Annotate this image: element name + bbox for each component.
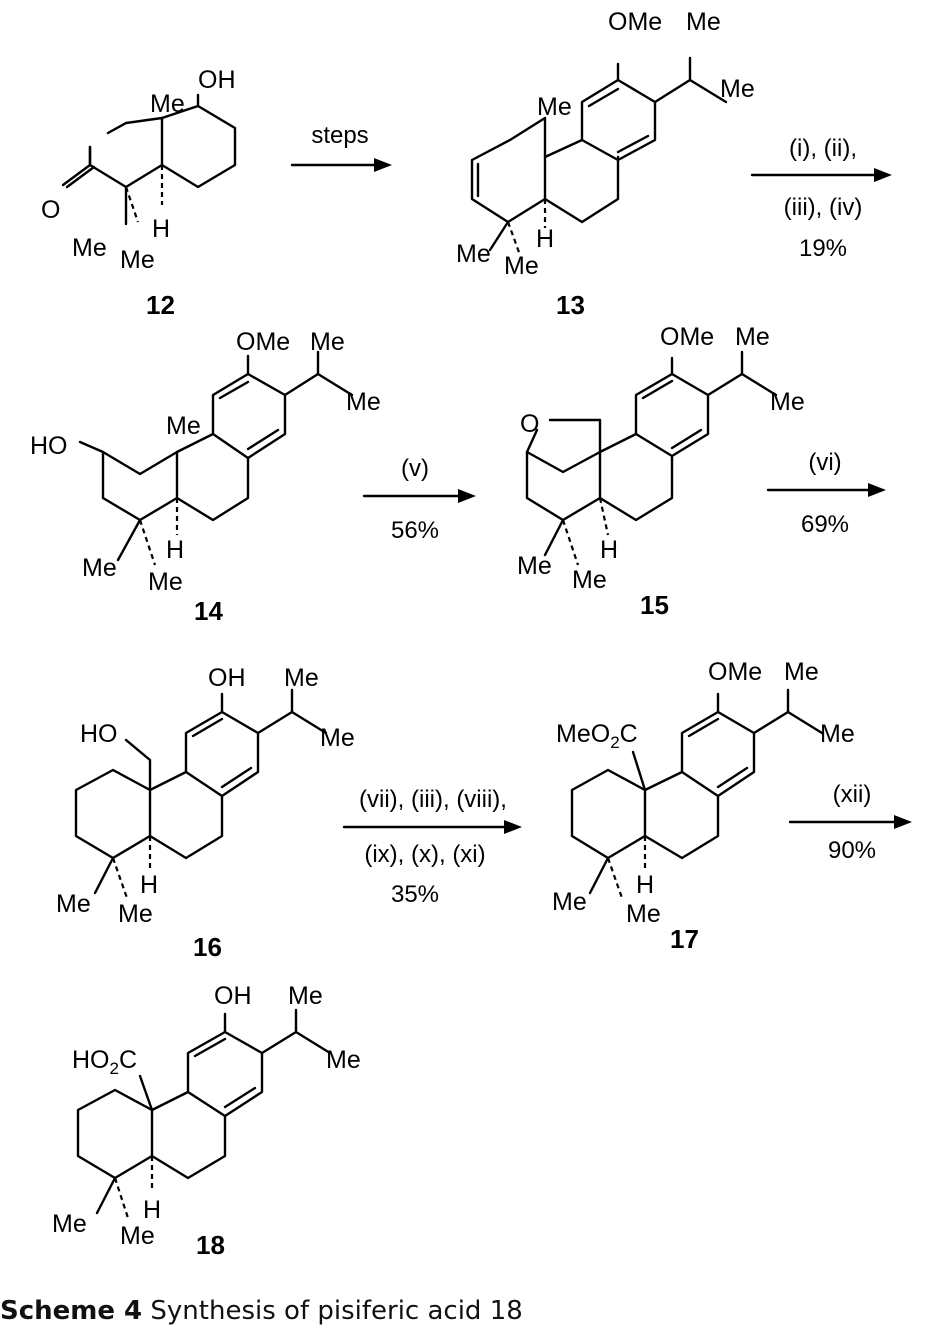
compound-label-15: 15 (640, 590, 669, 620)
compound-13-structure: OMe Me Me Me H Me Me (456, 8, 755, 280)
o-label: O (41, 196, 60, 224)
me-label: Me (120, 246, 155, 274)
me-label: Me (537, 93, 572, 121)
h-label: H (600, 536, 618, 564)
step-conditions-5b: (ix), (x), (xi) (364, 841, 485, 868)
ome-label: OMe (608, 8, 662, 36)
me-label: Me (284, 664, 319, 692)
me-label: Me (770, 388, 805, 416)
me-label: Me (82, 554, 117, 582)
me-label: Me (288, 982, 323, 1010)
step-conditions-4: (vi) (808, 449, 841, 476)
compound-label-13: 13 (556, 290, 585, 320)
reaction-scheme: OH Me O H Me Me 12 steps OMe Me Me Me H … (30, 8, 912, 1260)
step-yield-3: 56% (391, 517, 439, 544)
reaction-arrow-6 (788, 815, 912, 829)
step-conditions-6: (xii) (833, 781, 872, 808)
me-label: Me (326, 1046, 361, 1074)
step-yield-2: 19% (799, 235, 847, 262)
compound-17-structure: OMe Me Me MeO2C H Me Me (552, 658, 855, 928)
me-label: Me (56, 890, 91, 918)
ome-label: OMe (660, 323, 714, 351)
me-label: Me (320, 724, 355, 752)
me-label: Me (166, 412, 201, 440)
reaction-arrow-5 (342, 820, 522, 834)
me-label: Me (517, 552, 552, 580)
oh-label: OH (198, 66, 236, 94)
step-yield-5: 35% (391, 881, 439, 908)
compound-14-structure: HO OMe Me Me Me H Me Me (30, 328, 381, 596)
scheme-caption: Scheme 4 Synthesis of pisiferic acid 18 (0, 1296, 926, 1328)
step-conditions-3: (v) (401, 455, 429, 482)
compound-label-16: 16 (193, 932, 222, 962)
me-label: Me (572, 566, 607, 594)
compound-label-12: 12 (146, 290, 175, 320)
oh-label: OH (208, 664, 246, 692)
compound-18-structure: OH Me Me HO2C H Me Me (52, 982, 361, 1250)
step-conditions-2b: (iii), (iv) (784, 194, 863, 221)
me-label: Me (310, 328, 345, 356)
me-label: Me (504, 252, 539, 280)
me-label: Me (784, 658, 819, 686)
reaction-arrow-2 (750, 168, 892, 182)
me-label: Me (118, 900, 153, 928)
me-label: Me (52, 1210, 87, 1238)
compound-15-structure: O OMe Me Me H Me Me (517, 323, 805, 594)
reaction-arrow-4 (766, 483, 886, 497)
step-yield-6: 90% (828, 837, 876, 864)
me-label: Me (148, 568, 183, 596)
h-label: H (143, 1196, 161, 1224)
h-label: H (636, 871, 654, 899)
compound-label-18: 18 (196, 1230, 225, 1260)
compound-12-structure: OH Me O H Me Me (41, 66, 237, 274)
me-label: Me (456, 240, 491, 268)
me-label: Me (626, 900, 661, 928)
me-label: Me (686, 8, 721, 36)
step-conditions-5: (vii), (iii), (viii), (359, 786, 507, 813)
ho-label: HO (30, 432, 68, 460)
me-label: Me (120, 1222, 155, 1250)
meo2c-label: MeO2C (556, 720, 638, 752)
me-label: Me (735, 323, 770, 351)
me-label: Me (720, 75, 755, 103)
oh-label: OH (214, 982, 252, 1010)
ho-label: HO (80, 720, 118, 748)
reaction-arrow-1 (290, 158, 392, 172)
compound-16-structure: OH Me Me HO H Me Me (56, 664, 355, 928)
me-label: Me (820, 720, 855, 748)
ome-label: OMe (708, 658, 762, 686)
h-label: H (166, 536, 184, 564)
h-label: H (152, 215, 170, 243)
me-label: Me (72, 234, 107, 262)
ho2c-label: HO2C (72, 1046, 137, 1078)
reaction-arrow-3 (362, 489, 476, 503)
step-conditions-2: (i), (ii), (789, 135, 857, 162)
h-label: H (536, 225, 554, 253)
ome-label: OMe (236, 328, 290, 356)
caption-label: Scheme 4 (0, 1296, 143, 1326)
step-yield-4: 69% (801, 511, 849, 538)
caption-text: Synthesis of pisiferic acid 18 (142, 1296, 523, 1326)
compound-label-17: 17 (670, 924, 699, 954)
compound-label-14: 14 (194, 596, 223, 626)
me-label: Me (150, 90, 185, 118)
step-conditions-1: steps (311, 122, 368, 149)
me-label: Me (346, 388, 381, 416)
o-label: O (520, 410, 539, 438)
h-label: H (140, 871, 158, 899)
me-label: Me (552, 888, 587, 916)
